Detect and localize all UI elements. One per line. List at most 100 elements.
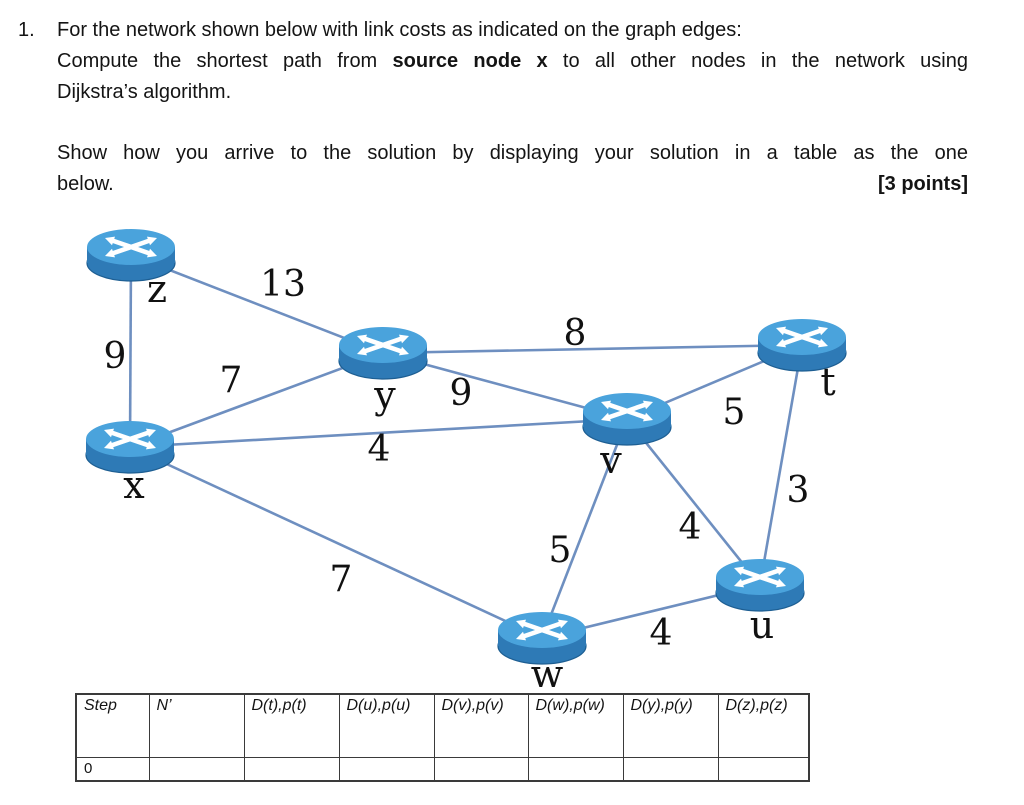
node-label-y: y <box>373 373 396 417</box>
line2-post: to all other nodes in the network using <box>547 50 968 72</box>
router-arrow-shaft <box>519 620 565 640</box>
header-dz: D(z),p(z) <box>717 693 810 758</box>
router-top <box>87 229 175 265</box>
problem-line-3: Dijkstra’s algorithm. <box>57 81 232 103</box>
router-node-u <box>715 559 805 612</box>
node-label-x: x <box>123 463 144 507</box>
header-dw: D(w),p(w) <box>527 693 624 758</box>
node-label-u: u <box>750 603 774 647</box>
cell-empty-5 <box>527 757 624 782</box>
table-header-row: Step N’ D(t),p(t) D(u),p(u) D(v),p(v) D(… <box>75 693 810 758</box>
router-side <box>86 439 174 455</box>
router-side <box>498 630 586 646</box>
router-arrow-head <box>775 578 786 588</box>
router-arrow-head <box>734 566 745 576</box>
edge-v-u <box>625 418 762 586</box>
router-side <box>758 337 846 353</box>
router-side <box>716 577 804 593</box>
node-label-w: w <box>531 652 564 696</box>
router-arrow-head <box>642 412 653 422</box>
edge-v-t <box>626 343 803 421</box>
router-arrow-head <box>601 400 612 410</box>
router-arrow-head <box>357 334 368 344</box>
router-arrow-head <box>557 619 568 629</box>
line2-bold-source-node: source node x <box>392 50 548 72</box>
node-label-z: z <box>147 267 167 311</box>
router-top <box>716 559 804 595</box>
solution-table-container: Step N’ D(t),p(t) D(u),p(u) D(v),p(v) D(… <box>75 693 810 782</box>
router-base <box>85 436 175 474</box>
header-dv: D(v),p(v) <box>433 693 529 758</box>
router-base <box>86 244 176 282</box>
router-base <box>757 334 847 372</box>
edge-cost-w-u: 4 <box>650 613 673 654</box>
router-arrow-shaft <box>604 401 650 421</box>
router-arrow-shaft <box>107 429 153 449</box>
node-label-v: v <box>599 438 622 482</box>
router-arrow-head <box>105 248 116 258</box>
router-node-v <box>582 393 672 446</box>
router-arrow-head <box>601 412 612 422</box>
edge-w-u <box>541 583 761 640</box>
router-arrow-shaft <box>360 335 406 355</box>
router-arrow-head <box>776 338 787 348</box>
header-du: D(u),p(u) <box>338 693 435 758</box>
problem-line-2: Compute the shortest path from source no… <box>57 46 968 77</box>
edge-cost-v-t: 5 <box>723 392 746 433</box>
router-arrow-shaft <box>108 237 154 257</box>
cell-empty-3 <box>338 757 435 782</box>
edge-cost-v-u: 4 <box>679 507 702 548</box>
router-base <box>338 342 428 380</box>
edge-y-v <box>382 351 628 421</box>
edge-cost-x-v: 4 <box>368 429 391 470</box>
router-arrow-shaft <box>604 401 650 421</box>
router-arrow-shaft <box>737 567 783 587</box>
problem-line-5: below. <box>57 173 114 195</box>
router-arrow-head <box>104 428 115 438</box>
router-arrow-head <box>398 346 409 356</box>
router-arrow-head <box>516 631 527 641</box>
edge-cost-z-x: 9 <box>104 336 127 377</box>
router-arrow-head <box>146 248 157 258</box>
router-side <box>583 411 671 427</box>
router-side <box>87 247 175 263</box>
router-node-w <box>497 612 587 665</box>
problem-line-1: For the network shown below with link co… <box>57 19 742 41</box>
router-base <box>582 408 672 446</box>
router-arrow-shaft <box>108 237 154 257</box>
router-top <box>86 421 174 457</box>
router-top <box>758 319 846 355</box>
table-row-step0: 0 <box>75 757 810 782</box>
router-arrow-shaft <box>360 335 406 355</box>
header-nprime: N’ <box>148 693 245 758</box>
router-arrow-shaft <box>107 429 153 449</box>
line2-pre: Compute the shortest path from <box>57 50 393 72</box>
router-node-t <box>757 319 847 372</box>
cell-empty-2 <box>243 757 340 782</box>
edge-x-w <box>129 445 543 640</box>
header-step: Step <box>75 693 150 758</box>
cell-step0: 0 <box>75 757 150 782</box>
router-arrow-head <box>776 326 787 336</box>
router-arrow-head <box>817 326 828 336</box>
router-arrow-head <box>817 338 828 348</box>
cell-empty-1 <box>148 757 245 782</box>
router-arrow-head <box>734 578 745 588</box>
edge-v-w <box>540 418 629 639</box>
router-arrow-shaft <box>519 620 565 640</box>
header-dt: D(t),p(t) <box>243 693 340 758</box>
router-arrow-head <box>146 236 157 246</box>
router-node-z <box>86 229 176 282</box>
router-base <box>715 574 805 612</box>
router-arrow-head <box>557 631 568 641</box>
router-top <box>583 393 671 429</box>
edge-cost-x-y: 7 <box>220 360 243 401</box>
cell-empty-7 <box>717 757 810 782</box>
edge-cost-v-w: 5 <box>549 530 572 571</box>
edge-cost-y-v: 9 <box>450 373 473 414</box>
dijkstra-table: Step N’ D(t),p(t) D(u),p(u) D(v),p(v) D(… <box>75 693 810 782</box>
edge-z-y <box>130 253 384 355</box>
edge-cost-t-u: 3 <box>787 470 810 511</box>
router-arrow-shaft <box>779 327 825 347</box>
